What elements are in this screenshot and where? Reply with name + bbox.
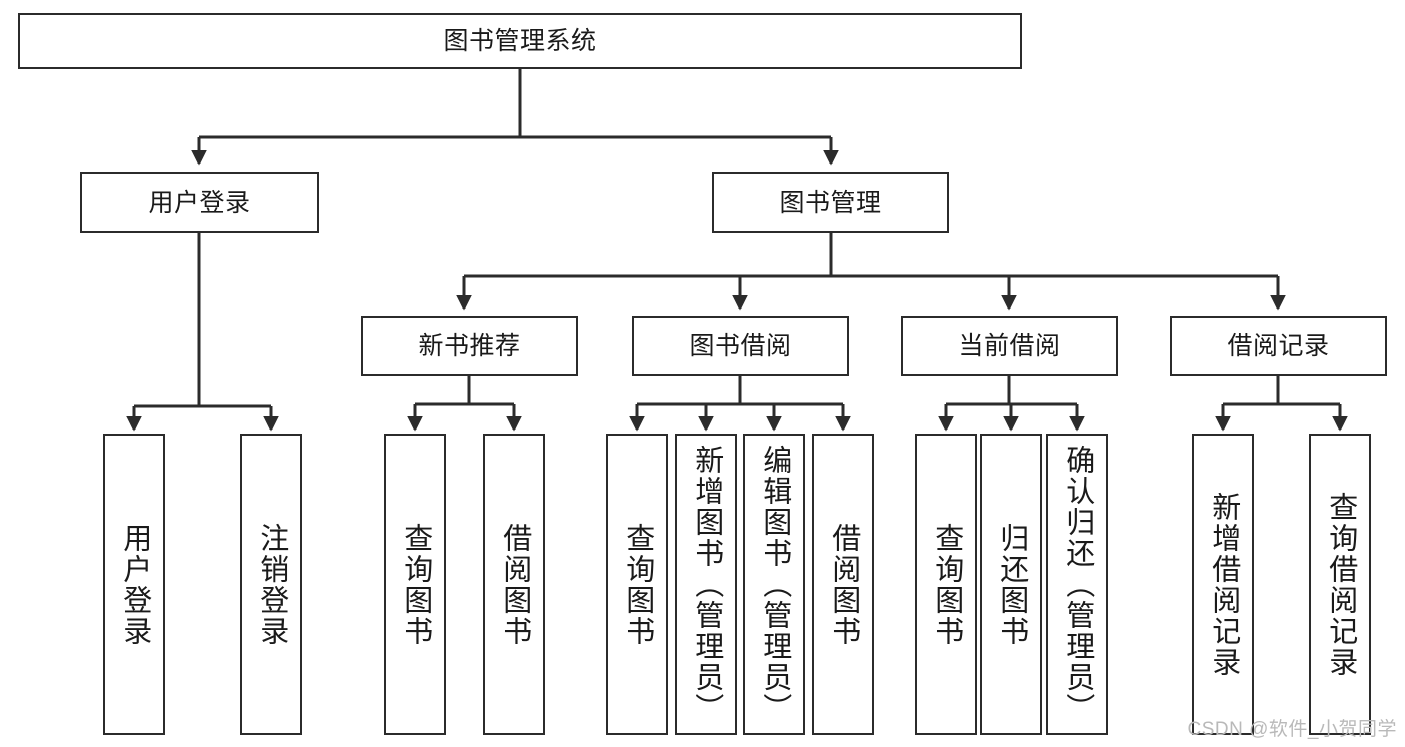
node-leaf-borrow-query-book[interactable]: 查询图书 <box>606 434 668 735</box>
node-leaf-borrow-add-book-label: 新增图书（管理员） <box>690 445 723 724</box>
node-leaf-rec-query-book-label: 查询图书 <box>399 522 432 647</box>
node-current-borrow-label: 当前借阅 <box>958 332 1061 360</box>
node-leaf-user-logout[interactable]: 注销登录 <box>240 434 302 735</box>
node-leaf-rec-query-book[interactable]: 查询图书 <box>384 434 446 735</box>
node-root-label: 图书管理系统 <box>443 27 597 55</box>
watermark-text: CSDN @软件_小贺同学 <box>1187 719 1397 740</box>
node-new-book-rec-label: 新书推荐 <box>418 332 521 360</box>
node-leaf-rec-add-record-label: 新增借阅记录 <box>1207 491 1240 678</box>
node-root[interactable]: 图书管理系统 <box>18 13 1022 69</box>
node-new-book-rec[interactable]: 新书推荐 <box>361 316 578 376</box>
node-leaf-rec-borrow-book[interactable]: 借阅图书 <box>483 434 545 735</box>
node-leaf-cur-confirm-return-label: 确认归还（管理员） <box>1061 445 1094 724</box>
node-leaf-user-logout-label: 注销登录 <box>255 522 288 647</box>
node-current-borrow[interactable]: 当前借阅 <box>901 316 1118 376</box>
node-user-login[interactable]: 用户登录 <box>80 172 319 233</box>
node-leaf-borrow-add-book[interactable]: 新增图书（管理员） <box>675 434 737 735</box>
node-book-manage-label: 图书管理 <box>779 188 882 217</box>
node-leaf-borrow-borrow-book[interactable]: 借阅图书 <box>812 434 874 735</box>
node-leaf-user-login-label: 用户登录 <box>118 522 151 647</box>
node-user-login-label: 用户登录 <box>148 188 251 217</box>
node-leaf-cur-return-book-label: 归还图书 <box>995 522 1028 647</box>
node-leaf-rec-query-record[interactable]: 查询借阅记录 <box>1309 434 1371 735</box>
node-leaf-user-login[interactable]: 用户登录 <box>103 434 165 735</box>
node-leaf-rec-borrow-book-label: 借阅图书 <box>498 522 531 647</box>
node-leaf-cur-query-book[interactable]: 查询图书 <box>915 434 977 735</box>
node-borrow-record[interactable]: 借阅记录 <box>1170 316 1387 376</box>
node-leaf-borrow-query-book-label: 查询图书 <box>621 522 654 647</box>
node-leaf-rec-add-record[interactable]: 新增借阅记录 <box>1192 434 1254 735</box>
node-borrow-record-label: 借阅记录 <box>1227 332 1330 360</box>
node-book-borrow[interactable]: 图书借阅 <box>632 316 849 376</box>
node-leaf-borrow-edit-book[interactable]: 编辑图书（管理员） <box>743 434 805 735</box>
node-book-manage[interactable]: 图书管理 <box>712 172 949 233</box>
node-book-borrow-label: 图书借阅 <box>689 332 792 360</box>
node-leaf-rec-query-record-label: 查询借阅记录 <box>1324 491 1357 678</box>
node-leaf-borrow-edit-book-label: 编辑图书（管理员） <box>758 445 791 724</box>
node-leaf-cur-query-book-label: 查询图书 <box>930 522 963 647</box>
node-leaf-cur-confirm-return[interactable]: 确认归还（管理员） <box>1046 434 1108 735</box>
node-leaf-cur-return-book[interactable]: 归还图书 <box>980 434 1042 735</box>
node-leaf-borrow-borrow-book-label: 借阅图书 <box>827 522 860 647</box>
